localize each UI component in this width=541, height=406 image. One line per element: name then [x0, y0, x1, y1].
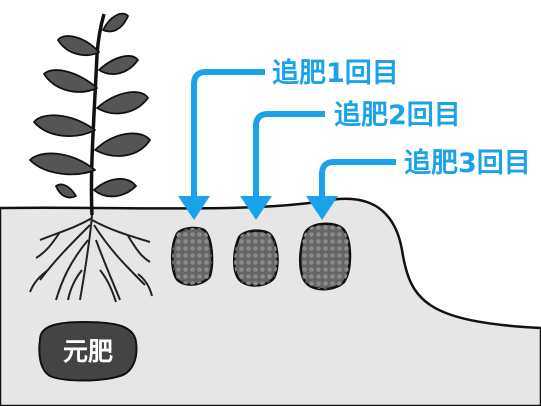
down-arrow-icon-2: [240, 111, 325, 220]
topdress-label-2: 追肥2回目: [334, 99, 461, 131]
topdress-label-3: 追肥3回目: [404, 147, 531, 179]
fertilizer-clod-2: [233, 229, 279, 287]
fertilizer-clod-1: [171, 226, 214, 286]
topdress-label-1: 追肥1回目: [272, 57, 399, 89]
fertilizer-clod-3: [299, 222, 352, 291]
base-fertilizer-label: 元肥: [63, 337, 113, 366]
down-arrow-icon-1: [178, 69, 265, 220]
down-arrow-icon-3: [306, 159, 396, 220]
base-fertilizer-badge: 元肥: [38, 320, 138, 382]
plant-with-roots-icon: [29, 12, 153, 303]
